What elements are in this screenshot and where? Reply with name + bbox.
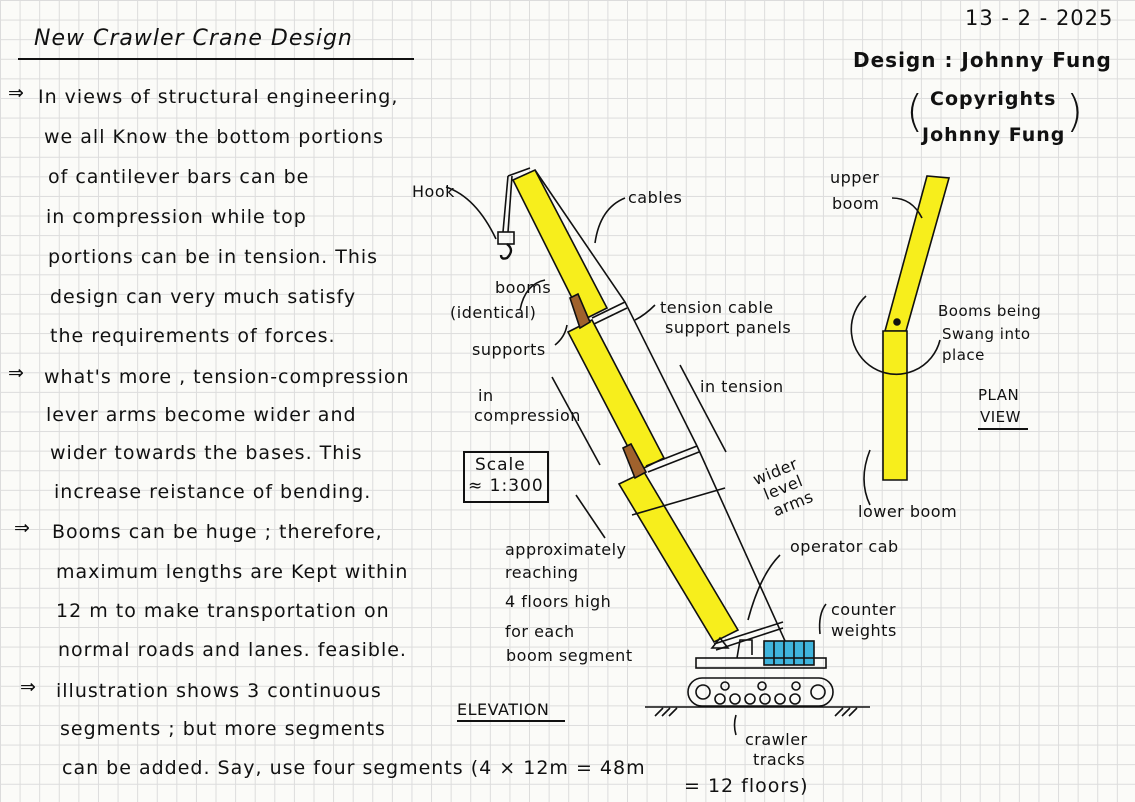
scale-box bbox=[463, 451, 549, 503]
note-line: lever arms become wider and bbox=[46, 404, 357, 426]
label-elevation: ELEVATION bbox=[457, 700, 550, 719]
note-line: what's more , tension-compression bbox=[44, 366, 410, 388]
cables-pointer bbox=[594, 197, 626, 244]
title-underline bbox=[18, 58, 414, 60]
label-scale-value: ≈ 1:300 bbox=[468, 476, 544, 496]
label-swang-2: Swang into bbox=[942, 325, 1031, 343]
crawler-track bbox=[687, 677, 834, 707]
label-identical: (identical) bbox=[450, 303, 537, 322]
label-upper: upper bbox=[830, 168, 880, 187]
compression-arrow bbox=[551, 376, 601, 466]
note-line: maximum lengths are Kept within bbox=[56, 561, 409, 583]
boom-top bbox=[511, 168, 609, 322]
support bbox=[569, 292, 592, 330]
label-view: VIEW bbox=[980, 408, 1021, 426]
label-supports: supports bbox=[472, 340, 546, 359]
label-operator-cab: operator cab bbox=[790, 537, 899, 556]
label-scale: Scale bbox=[475, 455, 526, 475]
label-booms: booms bbox=[495, 278, 552, 297]
note-line: we all Know the bottom portions bbox=[44, 126, 384, 148]
label-counter: counter bbox=[831, 600, 897, 619]
label-approx: reaching bbox=[505, 563, 579, 582]
note-line: = 12 floors) bbox=[684, 775, 809, 797]
cable bbox=[534, 169, 791, 653]
label-lower-boom: lower boom bbox=[858, 502, 958, 521]
plan-lower-boom bbox=[882, 330, 908, 481]
label-swang-1: Booms being bbox=[938, 302, 1042, 320]
note-line: illustration shows 3 continuous bbox=[56, 680, 382, 702]
label-cables: cables bbox=[628, 188, 683, 207]
paren-left: ( bbox=[906, 86, 925, 137]
hook-icon bbox=[499, 243, 513, 260]
label-approx: for each bbox=[505, 622, 575, 641]
support bbox=[621, 442, 648, 480]
note-line: Booms can be huge ; therefore, bbox=[52, 521, 383, 543]
note-line: wider towards the bases. This bbox=[50, 442, 363, 464]
designer: Design : Johnny Fung bbox=[853, 48, 1112, 72]
bullet-arrow: ⇒ bbox=[8, 82, 25, 104]
page-title: New Crawler Crane Design bbox=[34, 26, 353, 51]
label-boom: boom bbox=[832, 194, 880, 213]
note-line: can be added. Say, use four segments (4 … bbox=[62, 757, 646, 779]
label-plan: PLAN bbox=[978, 386, 1020, 404]
label-in-compression-2: compression bbox=[474, 406, 581, 425]
label-approx: 4 floors high bbox=[505, 592, 612, 611]
note-line: segments ; but more segments bbox=[60, 718, 386, 740]
note-line: 12 m to make transportation on bbox=[56, 600, 390, 622]
label-crawler: crawler bbox=[745, 730, 808, 749]
tension-panel bbox=[591, 301, 628, 325]
plan-underline bbox=[978, 428, 1028, 430]
note-line: of cantilever bars can be bbox=[48, 166, 310, 188]
paren-right: ) bbox=[1066, 86, 1085, 137]
label-tracks: tracks bbox=[753, 750, 806, 769]
note-line: normal roads and lanes. feasible. bbox=[58, 639, 407, 661]
note-line: in compression while top bbox=[46, 206, 307, 228]
date: 13 - 2 - 2025 bbox=[965, 6, 1114, 30]
note-line: increase reistance of bending. bbox=[54, 481, 372, 503]
bullet-arrow: ⇒ bbox=[20, 676, 37, 698]
label-weights: weights bbox=[831, 621, 897, 640]
label-tension-panels-1: tension cable bbox=[660, 298, 774, 317]
elevation-underline bbox=[457, 720, 565, 722]
bullet-arrow: ⇒ bbox=[14, 517, 31, 539]
lever-arm-arrow bbox=[631, 487, 726, 516]
label-tension-panels-2: support panels bbox=[665, 318, 792, 337]
crane-deck bbox=[695, 657, 827, 669]
label-hook: Hook bbox=[412, 182, 455, 201]
label-in-compression-1: in bbox=[478, 386, 494, 405]
hook-pointer bbox=[445, 186, 497, 240]
copyright-line1: Copyrights bbox=[930, 88, 1057, 110]
note-line: portions can be in tension. This bbox=[48, 246, 379, 268]
label-approx: approximately bbox=[505, 540, 627, 559]
note-line: design can very much satisfy bbox=[50, 286, 357, 308]
track-wheels bbox=[695, 681, 826, 705]
tension-panel bbox=[645, 445, 700, 473]
swing-arc bbox=[850, 295, 941, 376]
bullet-arrow: ⇒ bbox=[8, 362, 25, 384]
note-line: In views of structural engineering, bbox=[38, 86, 399, 108]
copyright-line2: Johnny Fung bbox=[922, 124, 1066, 146]
counterweights bbox=[763, 640, 815, 666]
boom-middle bbox=[566, 318, 666, 472]
note-line: the requirements of forces. bbox=[50, 325, 336, 347]
hook-block bbox=[497, 231, 515, 245]
tension-arrow bbox=[679, 364, 727, 453]
hook-line bbox=[502, 175, 513, 233]
label-in-tension: in tension bbox=[700, 377, 784, 396]
label-approx: boom segment bbox=[506, 646, 633, 665]
label-swang-3: place bbox=[942, 346, 985, 364]
